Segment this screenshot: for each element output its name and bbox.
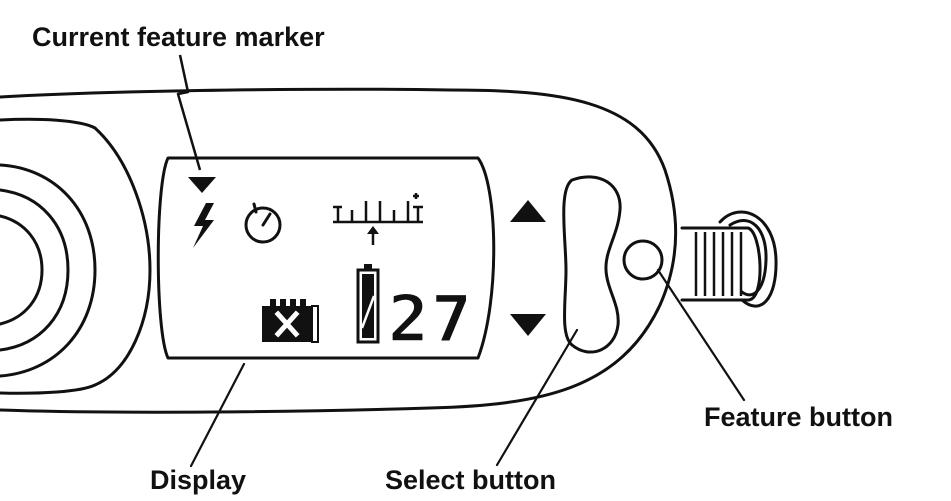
pointer-arrow-icon [367, 226, 379, 234]
strap-ring-inner [728, 218, 768, 297]
current-feature-marker-arrow [176, 54, 202, 171]
triangle-down-icon [510, 314, 546, 336]
landscape-mode-icon [333, 193, 423, 245]
strap-ribs [694, 232, 743, 296]
feature-button [622, 239, 664, 281]
lens-ring-outer [0, 163, 97, 378]
lightning-bolt-icon [193, 203, 214, 248]
camera-body-outline [0, 87, 678, 414]
self-timer-icon [244, 202, 282, 244]
frame-counter: 27 [388, 283, 474, 357]
label-current-feature-marker: Current feature marker [32, 22, 325, 52]
triangle-down-icon [188, 177, 216, 193]
display-leader-line [189, 362, 246, 468]
camera-body-inner-line [0, 117, 152, 395]
select-button [562, 175, 622, 354]
label-feature-button: Feature button [704, 402, 893, 432]
strap-ring [718, 210, 778, 308]
select-button-leader-line [495, 328, 579, 467]
film-cartridge-x-icon [262, 299, 319, 343]
label-display: Display [150, 465, 247, 495]
lens-ring-inner [0, 214, 44, 326]
battery-icon [356, 264, 380, 344]
strap-loop [680, 226, 762, 302]
feature-button-leader-line [656, 268, 746, 402]
triangle-up-icon [510, 200, 546, 222]
label-select-button: Select button [385, 465, 557, 495]
display-panel [156, 156, 496, 360]
lens-ring-middle [0, 188, 70, 352]
